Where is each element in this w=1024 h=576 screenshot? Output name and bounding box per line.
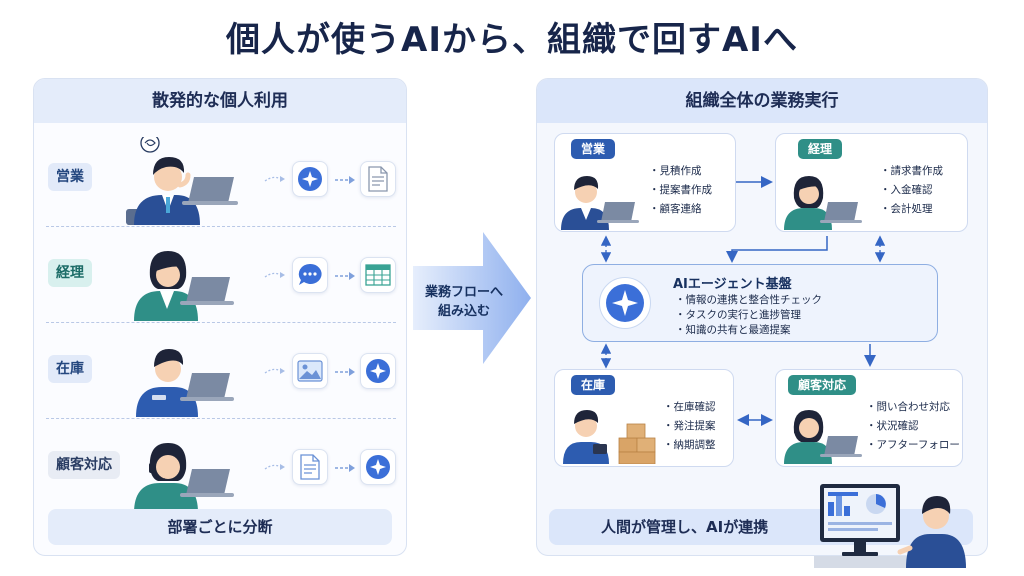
row-divider — [46, 322, 396, 323]
transition-label: 業務フローへ 組み込む — [418, 283, 510, 321]
document-icon — [360, 161, 396, 197]
accounting-task-list: 請求書作成 入金確認 会計処理 — [880, 162, 944, 219]
accounting-card-tag: 経理 — [798, 139, 843, 159]
chat-bubble-icon — [292, 257, 328, 293]
dotted-arrow-icon — [264, 176, 285, 182]
sales-task-list: 見積作成 提案書作成 顧客連絡 — [649, 162, 713, 219]
siloed-footer: 部署ごとに分断 — [48, 509, 392, 545]
sales-card: 営業 見積作成 提案書作成 顧客連絡 — [554, 133, 736, 232]
task-item: 請求書作成 — [880, 162, 944, 181]
platform-capability-list: 情報の連携と整合性チェック タスクの実行と進捗管理 知識の共有と最適提案 — [675, 293, 823, 338]
dept-tag-sales: 営業 — [48, 163, 92, 191]
dept-tag-inventory: 在庫 — [48, 355, 92, 383]
dept-row-accounting: 経理 — [42, 227, 400, 323]
platform-title: AIエージェント基盤 — [673, 277, 792, 292]
warehouse-worker-with-boxes-illustration — [563, 410, 656, 464]
dotted-arrow-icon — [264, 464, 285, 470]
transition-label-line2: 組み込む — [437, 304, 490, 319]
support-agent-illustration — [134, 443, 234, 513]
spreadsheet-icon — [360, 257, 396, 293]
arrow-right-icon — [335, 176, 355, 184]
inventory-card: 在庫 在庫確認 発注提案 納期調整 — [554, 369, 734, 467]
task-item: 見積作成 — [649, 162, 712, 181]
transition-arrow-icon — [413, 232, 531, 364]
arrow-right-icon — [335, 464, 355, 472]
ai-assistant-icon — [360, 449, 396, 485]
inventory-task-list: 在庫確認 発注提案 納期調整 — [663, 398, 716, 455]
manager-at-dashboard-illustration — [814, 484, 966, 568]
task-item: 問い合わせ対応 — [866, 398, 960, 417]
collaboration-footer-text: 人間が管理し、AIが連携 — [601, 518, 769, 536]
task-item: 発注提案 — [663, 417, 716, 436]
document-icon — [292, 449, 328, 485]
dotted-arrow-icon — [264, 272, 285, 278]
task-item: 在庫確認 — [663, 398, 716, 417]
individual-use-panel: 散発的な個人利用 営業 経理 — [33, 78, 407, 556]
task-item: 入金確認 — [880, 181, 943, 200]
support-agent-illustration — [784, 410, 862, 464]
dept-tag-support: 顧客対応 — [48, 451, 120, 479]
accountant-illustration — [784, 176, 862, 230]
salesperson-illustration — [561, 176, 639, 230]
row-divider — [46, 418, 396, 419]
capability-item: タスクの実行と進捗管理 — [675, 308, 822, 323]
arrow-right-icon — [335, 272, 355, 280]
organization-heading: 組織全体の業務実行 — [537, 79, 987, 123]
dept-row-inventory: 在庫 — [42, 323, 400, 419]
collaboration-footer: 人間が管理し、AIが連携 — [549, 509, 973, 545]
arrow-right-icon — [335, 368, 355, 376]
accountant-illustration — [134, 251, 234, 321]
row-divider — [46, 226, 396, 227]
confused-salesperson-illustration — [126, 137, 238, 225]
transition-label-line1: 業務フローへ — [424, 285, 503, 300]
support-card-tag: 顧客対応 — [788, 375, 857, 395]
task-item: アフターフォロー — [866, 436, 960, 455]
dept-row-support: 顧客対応 — [42, 419, 400, 515]
ai-agent-platform: AIエージェント基盤 情報の連携と整合性チェック タスクの実行と進捗管理 知識の… — [582, 264, 938, 342]
dept-row-sales: 営業 — [42, 131, 400, 227]
individual-use-heading: 散発的な個人利用 — [34, 79, 406, 123]
ai-assistant-icon — [360, 353, 396, 389]
dotted-arrow-icon — [264, 368, 285, 374]
sales-card-tag: 営業 — [571, 139, 616, 159]
support-task-list: 問い合わせ対応 状況確認 アフターフォロー — [866, 398, 960, 455]
image-icon — [292, 353, 328, 389]
inventory-card-tag: 在庫 — [571, 375, 616, 395]
task-item: 会計処理 — [880, 200, 943, 219]
task-item: 納期調整 — [663, 436, 716, 455]
ai-assistant-icon — [292, 161, 328, 197]
task-item: 提案書作成 — [649, 181, 713, 200]
task-item: 顧客連絡 — [649, 200, 712, 219]
accounting-card: 経理 請求書作成 入金確認 会計処理 — [775, 133, 968, 232]
support-card: 顧客対応 問い合わせ対応 状況確認 アフターフォロー — [775, 369, 963, 467]
capability-item: 情報の連携と整合性チェック — [675, 293, 823, 308]
warehouse-worker-illustration — [136, 349, 234, 417]
page-title: 個人が使うAIから、組織で回すAIへ — [226, 20, 798, 60]
ai-sparkle-icon — [599, 277, 651, 329]
capability-item: 知識の共有と最適提案 — [675, 323, 822, 338]
dept-tag-accounting: 経理 — [48, 259, 92, 287]
task-item: 状況確認 — [866, 417, 960, 436]
